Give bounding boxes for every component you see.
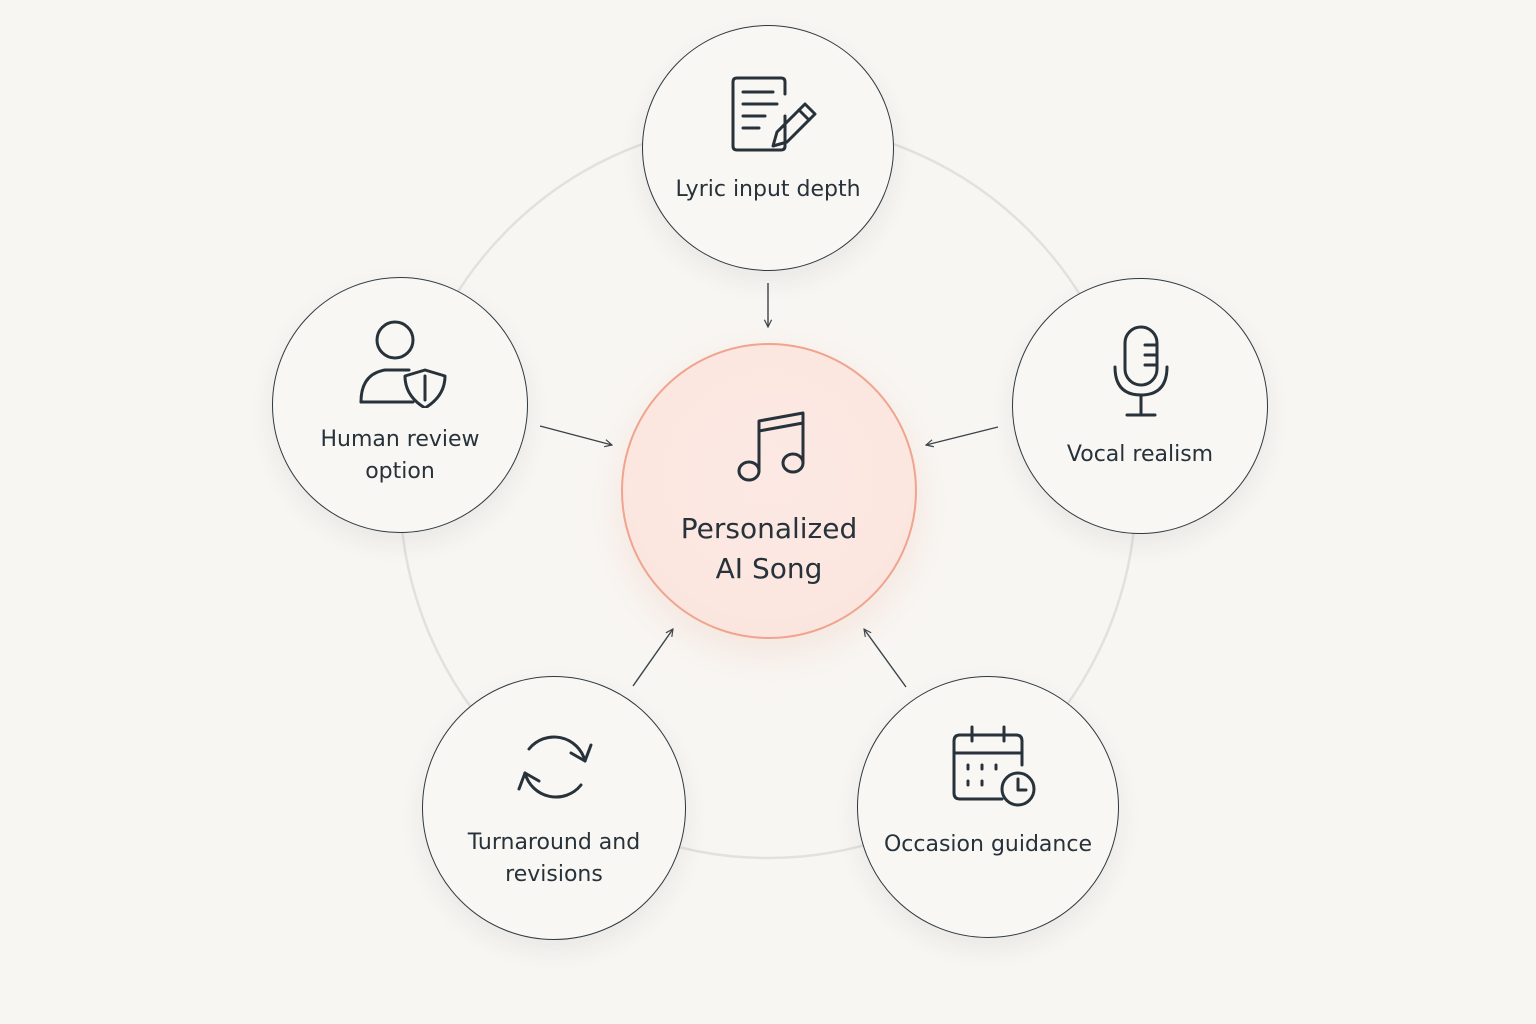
turnaround-label-line2: revisions xyxy=(505,862,603,887)
human-label-line1: Human review xyxy=(320,427,480,452)
document-pencil-icon xyxy=(731,76,817,152)
occasion-label: Occasion guidance xyxy=(883,832,1092,857)
node-human-review-option: Human review option xyxy=(272,277,528,533)
arrow-vocal xyxy=(926,426,999,445)
node-occasion-guidance: Occasion guidance xyxy=(857,676,1119,938)
user-shield-icon xyxy=(359,320,447,408)
human-label-line2: option xyxy=(365,459,435,484)
vocal-label: Vocal realism xyxy=(1066,442,1214,467)
center-node-personalized-ai-song: Personalized AI Song xyxy=(621,343,917,639)
calendar-clock-icon xyxy=(952,725,1036,807)
music-note-icon xyxy=(737,411,805,482)
turnaround-label-line1: Turnaround and xyxy=(467,830,641,855)
center-label-line1: Personalized xyxy=(680,512,858,545)
arrow-human xyxy=(539,425,612,445)
node-lyric-input-depth: Lyric input depth xyxy=(642,25,894,271)
arrow-occasion xyxy=(864,629,907,688)
center-label-line2: AI Song xyxy=(715,552,823,585)
refresh-icon xyxy=(517,735,593,799)
lyric-label: Lyric input depth xyxy=(675,177,861,202)
node-turnaround-revisions: Turnaround and revisions xyxy=(422,676,686,940)
node-vocal-realism: Vocal realism xyxy=(1012,278,1268,534)
arrow-turnaround xyxy=(632,629,673,687)
microphone-icon xyxy=(1113,325,1169,417)
